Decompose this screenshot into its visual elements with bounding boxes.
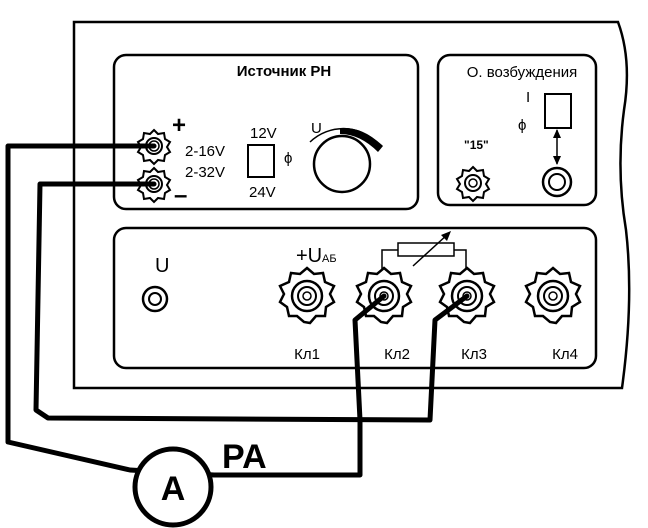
voltage-range-switch[interactable] (247, 144, 275, 178)
voltage-knob[interactable] (312, 134, 372, 194)
source-panel-frame (112, 53, 420, 211)
excitation-switch[interactable] (544, 93, 572, 129)
device-housing (72, 20, 631, 390)
ammeter-designation: PA (222, 438, 267, 476)
switch-24v-label: 24V (249, 184, 276, 201)
source-panel: Источник РН + – 2-16V 2-32V 12V 24V ϕ U (112, 53, 420, 211)
terminal-kl3-label: Кл3 (461, 346, 487, 363)
range-lower-label: 2-32V (185, 164, 225, 181)
knob-scale-wedge (340, 127, 383, 152)
switch-12v-label: 12V (250, 125, 277, 142)
terminal-kl1[interactable] (278, 266, 336, 325)
arrow-down-icon (553, 156, 561, 165)
excitation-panel: О. возбуждения I ϕ "15" (436, 53, 598, 207)
terminal-kl2-label: Кл2 (384, 346, 410, 363)
terminal-15[interactable] (455, 165, 491, 203)
switch-symbol: ϕ (284, 150, 292, 167)
ammeter-symbol: A (161, 470, 186, 508)
rheostat-symbol (381, 231, 467, 272)
battery-label: +U (296, 245, 322, 267)
battery-label-subscript: АБ (322, 253, 337, 265)
excitation-panel-title: О. возбуждения (467, 64, 578, 81)
excitation-socket[interactable] (541, 166, 573, 198)
knob-label: U (311, 120, 322, 137)
excitation-switch-symbol: ϕ (518, 117, 526, 134)
ammeter[interactable]: A (132, 446, 214, 528)
minus-sign: – (174, 182, 187, 209)
arrow-up-icon (553, 129, 561, 138)
plus-sign: + (172, 112, 186, 139)
wire-plus-to-kl2 (5, 143, 387, 478)
wire-minus-to-kl3 (33, 181, 470, 423)
ammeter-circle (132, 446, 214, 528)
terminal-kl4-label: Кл4 (552, 346, 578, 363)
terminal-kl4[interactable] (524, 266, 582, 325)
source-panel-title: Источник РН (237, 63, 332, 80)
terminal-kl1-label: Кл1 (294, 346, 320, 363)
excitation-switch-on-label: I (526, 89, 530, 106)
range-upper-label: 2-16V (185, 143, 225, 160)
voltmeter-socket[interactable] (141, 285, 169, 313)
terminal-15-label: "15" (464, 138, 489, 152)
excitation-panel-frame (436, 53, 598, 207)
voltmeter-label: U (155, 255, 169, 277)
